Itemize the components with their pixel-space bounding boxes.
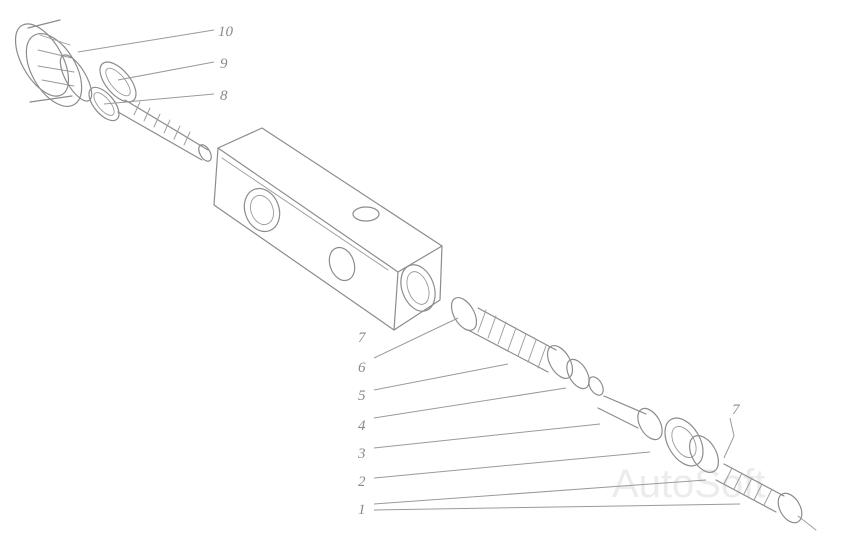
callout-4: 4 [358,418,366,434]
collar-part-5 [546,345,590,390]
spring-part-6 [467,307,557,373]
leader-6 [373,363,509,391]
leader-7a [373,317,459,359]
leader-7b [723,417,735,459]
callout-6: 6 [358,360,366,376]
valve-body-block [213,127,443,331]
callout-1: 1 [358,502,366,518]
plunger-part-3 [597,395,663,441]
leader-8 [103,93,215,105]
callout-10: 10 [218,24,234,40]
callout-3: 3 [357,446,366,462]
callout-5: 5 [358,388,366,404]
leader-4 [373,423,601,449]
ring-part-9 [99,61,137,103]
callout-8: 8 [220,88,228,104]
screw-part-1 [715,463,817,531]
callout-2: 2 [358,474,366,490]
callout-9: 9 [220,56,228,72]
watermark: AutoSoft [612,462,765,506]
washer-part-4 [588,376,604,396]
leader-10 [77,29,215,53]
leader-9 [117,61,215,81]
seal-part-8 [88,86,120,122]
leader-1 [373,503,741,511]
threaded-stem [117,99,212,162]
callout-7-right: 7 [732,402,741,418]
nut-part-2 [664,417,720,473]
washer-part-7 [450,297,478,331]
callout-7: 7 [358,330,367,346]
leader-5 [373,387,567,419]
callout-labels: 10 9 8 7 6 5 4 3 2 1 7 [218,24,741,518]
cap-nut-part-10 [14,19,93,107]
leader-lines [77,29,741,511]
leader-2 [373,479,707,505]
leader-3 [373,451,651,479]
